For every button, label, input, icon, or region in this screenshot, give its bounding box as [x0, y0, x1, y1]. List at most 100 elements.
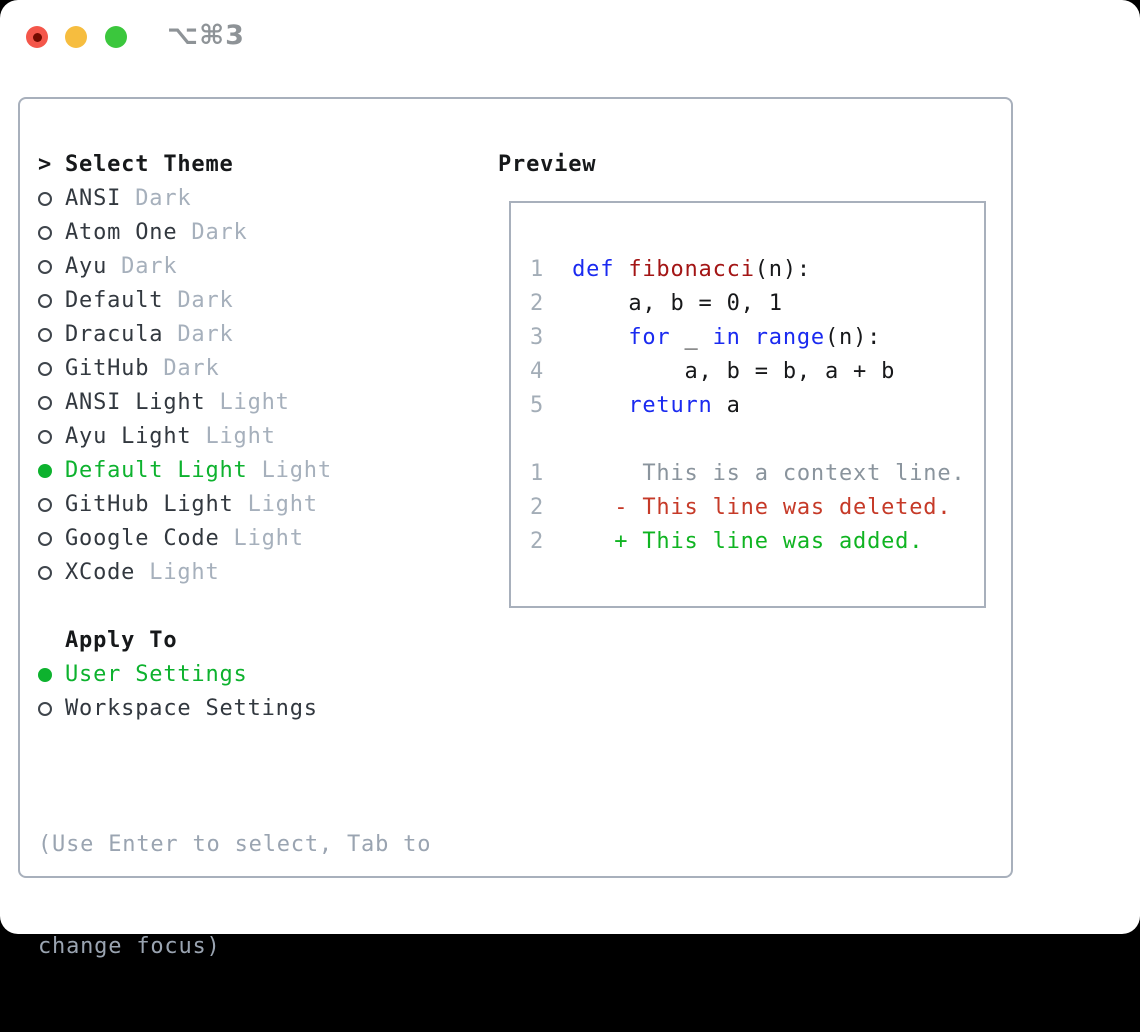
radio-icon [38, 294, 52, 308]
theme-name: ANSI [65, 186, 122, 211]
theme-variant: Dark [149, 356, 220, 381]
preview-line: 1 def fibonacci(n): [530, 253, 984, 287]
apply-option-workspace-settings[interactable]: Workspace Settings [38, 692, 332, 726]
line-number: 5 [530, 393, 573, 418]
theme-name: ANSI Light [65, 390, 206, 415]
code-segment-function: fibonacci [628, 257, 755, 282]
radio-icon [38, 532, 52, 546]
code-segment-code_default: (n): [754, 257, 811, 282]
apply-option-user-settings[interactable]: User Settings [38, 658, 332, 692]
code-segment-code_default [572, 393, 628, 418]
code-segment-keyword: return [628, 393, 713, 418]
radio-icon [38, 362, 52, 376]
help-line: change focus) [38, 934, 221, 959]
line-number: 1 [530, 257, 573, 282]
theme-option-default-light[interactable]: Default Light Light [38, 454, 332, 488]
apply-option-label: User Settings [65, 662, 248, 687]
zoom-button[interactable] [105, 26, 127, 48]
theme-name: Atom One [65, 220, 178, 245]
theme-option-default[interactable]: Default Dark [38, 284, 332, 318]
code-segment-code_default: _ [670, 325, 713, 350]
theme-name: Default Light [65, 458, 248, 483]
theme-option-ayu-light[interactable]: Ayu Light Light [38, 420, 332, 454]
code-segment-keyword: range [754, 325, 825, 350]
code-segment-code_default [572, 325, 628, 350]
select-theme-header: > Select Theme [38, 148, 332, 182]
theme-variant: Dark [163, 288, 234, 313]
theme-variant: Dark [177, 220, 248, 245]
apply-to-header: Apply To [38, 624, 332, 658]
theme-name: Google Code [65, 526, 220, 551]
theme-name: XCode [65, 560, 136, 585]
line-number: 1 [530, 461, 573, 486]
theme-option-google-code[interactable]: Google Code Light [38, 522, 332, 556]
theme-option-ansi[interactable]: ANSI Dark [38, 182, 332, 216]
prompt-caret-icon: > [38, 152, 53, 177]
line-number: 2 [530, 291, 573, 316]
close-button[interactable] [26, 26, 48, 48]
theme-variant: Dark [107, 254, 178, 279]
code-segment-code_default [741, 325, 755, 350]
radio-icon [38, 226, 52, 240]
theme-variant: Light [247, 458, 332, 483]
theme-option-atom-one[interactable]: Atom One Dark [38, 216, 332, 250]
theme-option-ayu[interactable]: Ayu Dark [38, 250, 332, 284]
theme-variant: Light [191, 424, 276, 449]
theme-option-dracula[interactable]: Dracula Dark [38, 318, 332, 352]
theme-name: GitHub [65, 356, 150, 381]
radio-icon [38, 328, 52, 342]
code-segment-code_default: a, b = b, a + b [572, 359, 896, 384]
preview-line: 3 for _ in range(n): [530, 321, 984, 355]
code-segment-code_default: (n): [824, 325, 882, 350]
apply-to-title: Apply To [65, 628, 178, 653]
code-segment-keyword: in [712, 325, 741, 350]
window-title: ⌥⌘3 [167, 20, 245, 51]
radio-icon [38, 430, 52, 444]
radio-icon [38, 498, 52, 512]
theme-variant: Dark [121, 186, 192, 211]
preview-line: 2 + This line was added. [530, 525, 984, 559]
theme-option-github[interactable]: GitHub Dark [38, 352, 332, 386]
theme-name: Default [65, 288, 164, 313]
theme-variant: Dark [163, 322, 234, 347]
radio-selected-icon [38, 668, 52, 682]
preview-line: 2 a, b = 0, 1 [530, 287, 984, 321]
theme-option-github-light[interactable]: GitHub Light Light [38, 488, 332, 522]
preview-line: 5 return a [530, 389, 984, 423]
record-dot-icon [32, 32, 42, 42]
line-number: 4 [530, 359, 573, 384]
select-theme-title: Select Theme [65, 152, 234, 177]
theme-variant: Light [219, 526, 304, 551]
preview-title: Preview [498, 152, 597, 177]
preview-line: 1 This is a context line. [530, 457, 984, 491]
radio-icon [38, 192, 52, 206]
preview-line: 2 - This line was deleted. [530, 491, 984, 525]
radio-icon [38, 566, 52, 580]
line-number: 2 [530, 495, 573, 520]
spacer [38, 590, 332, 624]
theme-name: Dracula [65, 322, 164, 347]
minimize-button[interactable] [65, 26, 87, 48]
radio-selected-icon [38, 464, 52, 478]
radio-icon [38, 260, 52, 274]
theme-option-xcode[interactable]: XCode Light [38, 556, 332, 590]
code-segment-code_default: a, b = 0, 1 [572, 291, 783, 316]
radio-icon [38, 396, 52, 410]
help-text: (Use Enter to select, Tab to change focu… [38, 760, 431, 1032]
preview-line [530, 423, 984, 457]
help-line: (Use Enter to select, Tab to [38, 832, 432, 857]
code-segment-keyword: for [628, 325, 671, 350]
theme-name: Ayu [65, 254, 108, 279]
theme-option-ansi-light[interactable]: ANSI Light Light [38, 386, 332, 420]
line-number: 2 [530, 529, 573, 554]
preview-line: 4 a, b = b, a + b [530, 355, 984, 389]
code-segment-deleted: - This line was deleted. [572, 495, 952, 520]
code-segment-keyword: def [572, 257, 629, 282]
apply-option-label: Workspace Settings [65, 696, 318, 721]
